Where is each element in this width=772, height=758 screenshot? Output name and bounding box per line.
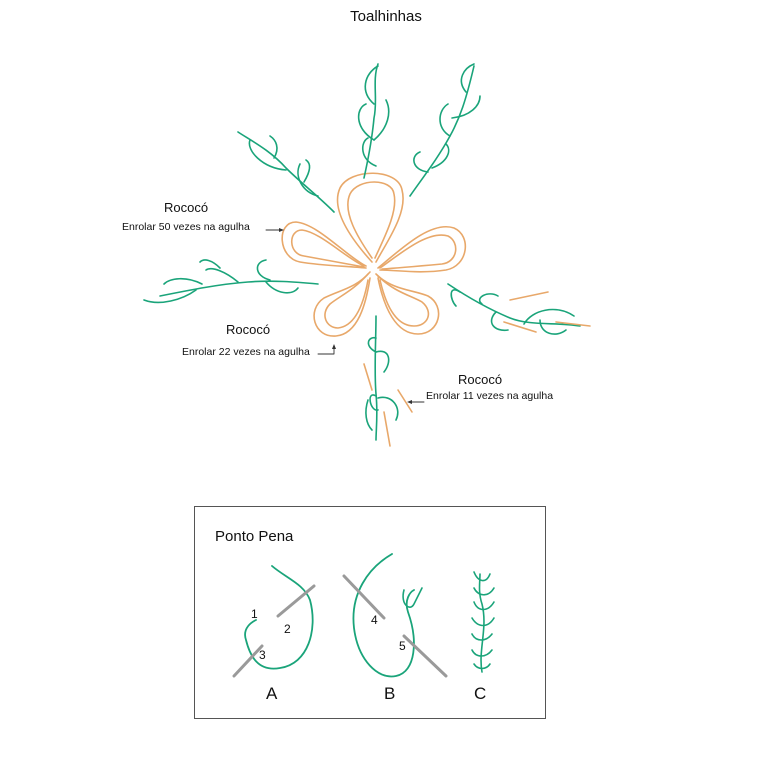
stitch-step-a — [232, 565, 316, 678]
callout-note-1: Enrolar 50 vezes na agulha — [122, 221, 250, 233]
step-label-a: A — [266, 684, 278, 703]
step-label-c: C — [474, 684, 487, 703]
rococo-flower — [281, 172, 467, 337]
stitch-box-title: Ponto Pena — [215, 528, 294, 545]
stitch-instructions-box — [194, 506, 546, 719]
page-title: Toalhinhas — [350, 8, 422, 25]
small-rococo-stitches — [363, 291, 591, 447]
step-number-2: 2 — [284, 622, 291, 636]
step-number-3: 3 — [259, 648, 266, 662]
feather-branches — [143, 63, 581, 441]
callout-note-2: Enrolar 22 vezes na agulha — [182, 346, 310, 358]
stitch-step-b — [342, 553, 448, 678]
step-number-1: 1 — [251, 607, 258, 621]
callout-title-1: Rococó — [164, 200, 209, 215]
callout-title-2: Rococó — [226, 322, 271, 337]
step-number-4: 4 — [371, 613, 378, 627]
step-number-5: 5 — [399, 639, 406, 653]
stitch-step-c — [471, 571, 495, 673]
callout-title-3: Rococó — [458, 372, 503, 387]
callout-note-3: Enrolar 11 vezes na agulha — [426, 390, 554, 402]
step-label-b: B — [384, 684, 396, 703]
